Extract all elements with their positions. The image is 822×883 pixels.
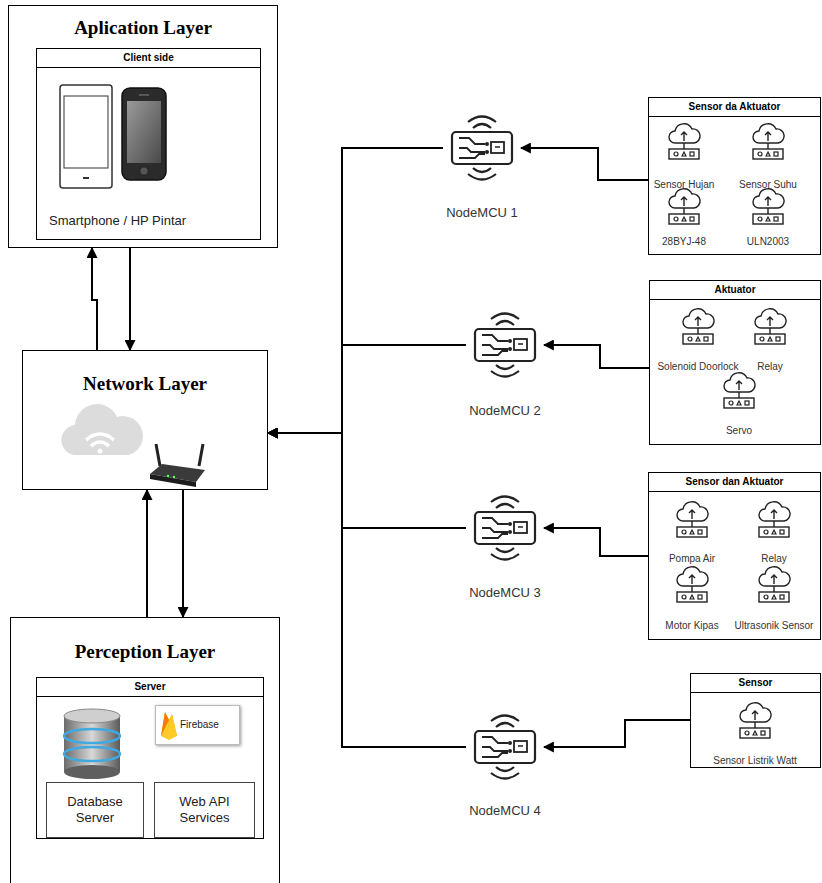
panel-header: Client side <box>37 49 260 68</box>
group-panel: ServerDatabase Server FirebaseWeb API Ser… <box>36 677 264 839</box>
layer-box: Perception LayerServerDatabase Server Fir… <box>10 617 280 883</box>
service-box: Database Server <box>46 782 144 838</box>
connector <box>268 433 466 528</box>
device-label: Ultrasonik Sensor <box>731 619 817 632</box>
device-item: Pompa Air <box>649 499 735 568</box>
service-label: Firebase <box>156 718 239 732</box>
device-item: Relay <box>727 306 813 376</box>
device-label: Motor Kipas <box>649 619 735 632</box>
panel-header: Sensor dan Aktuator <box>649 473 820 492</box>
device-caption: Smartphone / HP Pintar <box>37 213 260 229</box>
panel-header: Server <box>37 678 263 697</box>
service-label: Web API Services <box>155 794 254 826</box>
nodemcu-node: NodeMCU 2 <box>466 307 544 421</box>
database-icon <box>64 709 120 779</box>
node-label: NodeMCU 2 <box>466 403 544 419</box>
firebase-logo <box>161 712 177 740</box>
nodemcu-node: NodeMCU 3 <box>466 490 544 603</box>
device-label: Pompa Air <box>649 552 735 565</box>
device-label: Sensor Hujan <box>641 178 727 191</box>
panel-header: Sensor da Aktuator <box>649 98 820 117</box>
connector <box>544 720 690 747</box>
layer-title: Aplication Layer <box>9 17 277 39</box>
device-item: 28BYJ-48 <box>641 186 727 251</box>
device-label: Servo <box>696 424 782 437</box>
panel-header: Aktuator <box>650 281 820 300</box>
router <box>150 444 205 487</box>
phone <box>122 88 166 180</box>
layer-box: Aplication LayerClient sideSmartphone / … <box>8 5 278 248</box>
connector <box>182 490 184 617</box>
connector <box>146 490 148 617</box>
node-label: NodeMCU 1 <box>443 205 521 221</box>
device-label: Relay <box>731 552 817 565</box>
device-item: Servo <box>696 370 782 440</box>
device-label: Relay <box>727 360 813 373</box>
device-label: 28BYJ-48 <box>641 235 727 248</box>
device-item: Relay <box>731 499 817 568</box>
device-item: Solenoid Doorlock <box>654 306 742 376</box>
firebase-box: Firebase <box>155 705 240 745</box>
connector <box>268 433 466 747</box>
node-label: NodeMCU 4 <box>466 803 544 819</box>
group-panel: Client sideSmartphone / HP Pintar <box>36 48 261 240</box>
connector <box>268 345 466 433</box>
service-box: Web API Services <box>154 782 255 838</box>
device-item: Sensor Hujan <box>641 121 727 194</box>
layer-title: Perception Layer <box>11 641 279 663</box>
device-label: Solenoid Doorlock <box>654 360 742 373</box>
group-panel: Sensor da AktuatorSensor HujanSensor Suh… <box>648 97 821 255</box>
service-label: Database Server <box>47 794 143 826</box>
device-item: Sensor Listrik Watt <box>710 700 800 770</box>
nodemcu-node: NodeMCU 4 <box>466 709 544 821</box>
connector <box>268 148 443 433</box>
group-panel: SensorSensor Listrik Watt <box>690 673 821 768</box>
connector <box>92 248 97 350</box>
device-label: Sensor Listrik Watt <box>710 754 800 767</box>
group-panel: AktuatorSolenoid DoorlockRelayServo <box>649 280 821 445</box>
cloud-wifi <box>61 404 142 455</box>
connector <box>521 148 648 180</box>
connector <box>544 528 648 556</box>
connector <box>129 248 131 350</box>
nodemcu-node: NodeMCU 1 <box>443 110 521 223</box>
node-label: NodeMCU 3 <box>466 585 544 601</box>
group-panel: Sensor dan AktuatorPompa AirRelayMotor K… <box>648 472 821 640</box>
device-icon <box>669 124 790 738</box>
device-item: Sensor Suhu <box>725 121 811 194</box>
device-label: ULN2003 <box>725 235 811 248</box>
layer-box: Network Layer <box>22 350 268 490</box>
device-item: Motor Kipas <box>649 564 735 635</box>
panel-header: Sensor <box>691 674 820 693</box>
device-label: Sensor Suhu <box>725 178 811 191</box>
smartphone <box>60 85 112 188</box>
device-item: ULN2003 <box>725 186 811 251</box>
layer-title: Network Layer <box>23 373 267 395</box>
device-item: Ultrasonik Sensor <box>731 564 817 635</box>
connector <box>544 345 649 368</box>
